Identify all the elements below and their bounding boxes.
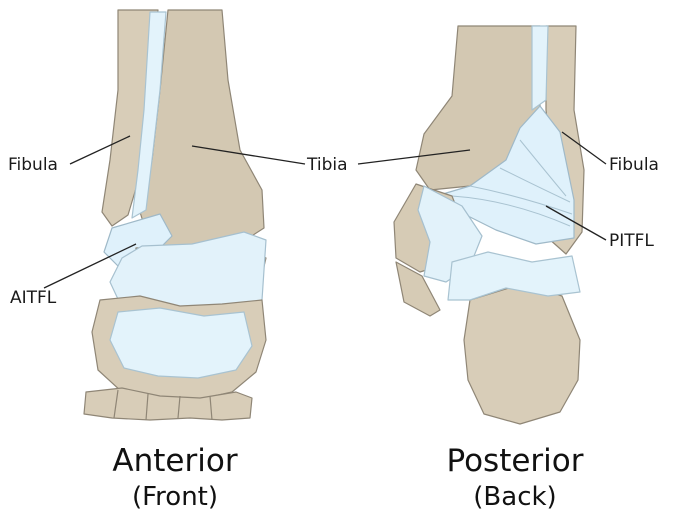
label-left-fibula: Fibula (8, 157, 58, 174)
caption-anterior-subtitle: (Front) (95, 484, 255, 510)
caption-posterior-title: Posterior (430, 446, 600, 477)
label-aitfl: AITFL (10, 290, 56, 307)
posterior-calcaneus-bone (464, 284, 580, 424)
caption-posterior-subtitle: (Back) (430, 484, 600, 510)
posterior-interosseous-ligament (532, 26, 548, 110)
label-pitfl: PITFL (609, 233, 654, 250)
anterior-tarsal-ligaments (110, 308, 252, 378)
caption-anterior-title: Anterior (95, 446, 255, 477)
label-right-fibula: Fibula (609, 157, 659, 174)
anterior-view (84, 10, 266, 420)
label-tibia: Tibia (307, 157, 348, 174)
posterior-view (394, 26, 584, 424)
